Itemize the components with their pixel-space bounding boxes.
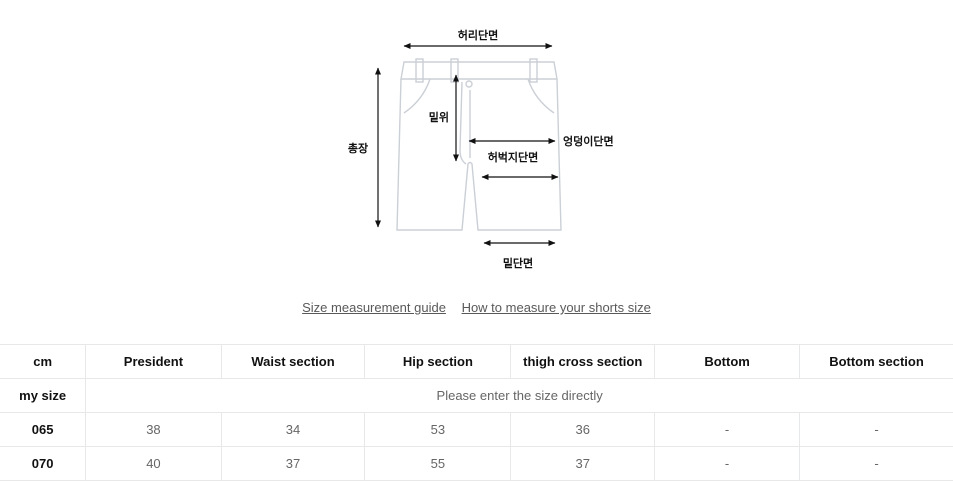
size-065-thigh: 36: [510, 412, 656, 447]
size-070-bottom-section: -: [799, 446, 953, 481]
header-bottom-section: Bottom section: [799, 344, 953, 379]
shorts-diagram-svg: 허리단면 총장 밑위 엉덩이단면 허벅지단면 밑단면: [348, 28, 614, 270]
shorts-outline-icon: [396, 58, 562, 231]
size-065-waist: 34: [220, 412, 366, 447]
hip-label: 엉덩이단면: [563, 134, 614, 148]
thigh-label: 허벅지단면: [488, 150, 539, 164]
total-length-label: 총장: [348, 141, 368, 155]
hem-label: 밑단면: [503, 256, 533, 270]
size-table-wrap: cm President Waist section Hip section t…: [0, 344, 953, 481]
size-065-bottom: -: [654, 412, 800, 447]
header-thigh-cross-section: thigh cross section: [510, 344, 656, 379]
size-070-bottom: -: [654, 446, 800, 481]
waist-label: 허리단면: [458, 28, 498, 42]
how-to-measure-link[interactable]: How to measure your shorts size: [461, 300, 651, 315]
size-070-thigh: 37: [510, 446, 656, 481]
guide-links: Size measurement guide How to measure yo…: [0, 300, 953, 315]
my-size-input-area[interactable]: Please enter the size directly: [85, 378, 953, 413]
header-hip-section: Hip section: [364, 344, 512, 379]
header-cm: cm: [0, 344, 87, 379]
header-bottom: Bottom: [654, 344, 800, 379]
size-070-label: 070: [0, 446, 87, 481]
size-070-hip: 55: [364, 446, 512, 481]
my-size-row: my size Please enter the size directly: [0, 378, 953, 413]
size-table: cm President Waist section Hip section t…: [0, 344, 953, 481]
size-065-president: 38: [85, 412, 222, 447]
size-065-bottom-section: -: [799, 412, 953, 447]
my-size-label: my size: [0, 378, 87, 413]
size-065-hip: 53: [364, 412, 512, 447]
size-065-label: 065: [0, 412, 87, 447]
size-table-header-row: cm President Waist section Hip section t…: [0, 344, 953, 379]
size-070-waist: 37: [220, 446, 366, 481]
size-row-065: 065 38 34 53 36 - -: [0, 412, 953, 447]
rise-label: 밑위: [429, 111, 449, 124]
measurement-arrows: [375, 43, 559, 246]
size-070-president: 40: [85, 446, 222, 481]
size-row-070: 070 40 37 55 37 - -: [0, 446, 953, 481]
header-waist-section: Waist section: [220, 344, 366, 379]
shorts-measurement-diagram: 허리단면 총장 밑위 엉덩이단면 허벅지단면 밑단면: [348, 28, 614, 270]
header-president: President: [85, 344, 222, 379]
size-measurement-guide-link[interactable]: Size measurement guide: [302, 300, 446, 315]
